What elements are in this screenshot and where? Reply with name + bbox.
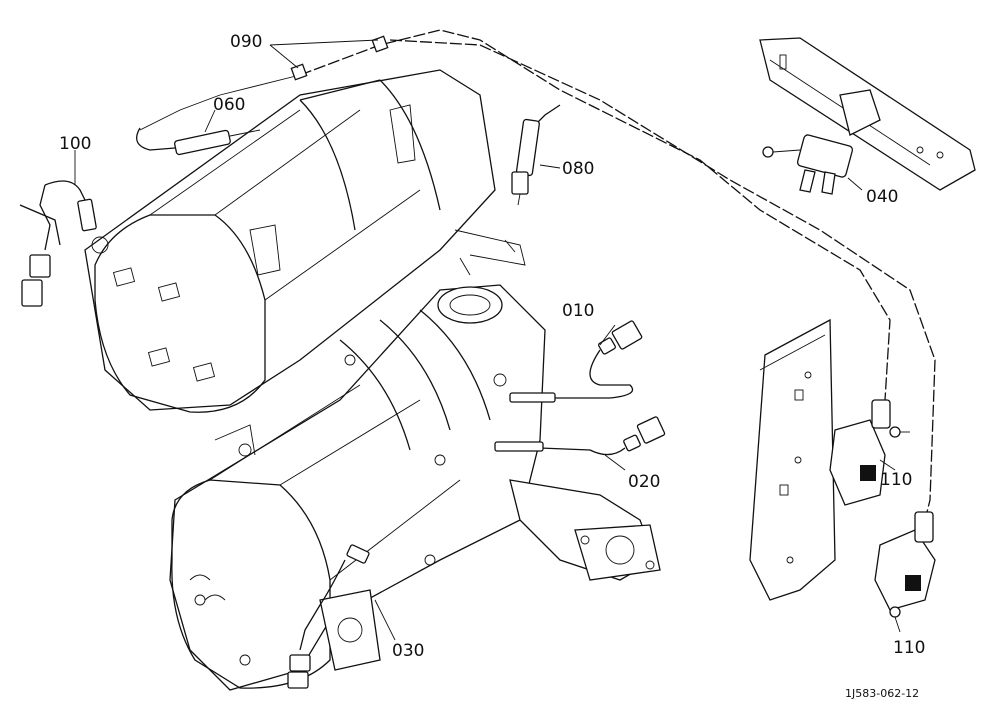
exhaust-temp-sensor-010: [509, 320, 643, 403]
wiring-harness: [139, 29, 936, 521]
pressure-sensor-040: [759, 37, 976, 195]
callout-110-lower: 110: [893, 638, 925, 658]
callout-060: 060: [213, 95, 245, 115]
callout-090: 090: [230, 32, 262, 52]
sensor-bracket-plate: [749, 318, 836, 601]
callout-030: 030: [392, 641, 424, 661]
callout-080: 080: [562, 159, 594, 179]
ambient-sensor-110-upper: [829, 399, 910, 506]
harness-clip-090: [269, 35, 389, 81]
callout-020: 020: [628, 472, 660, 492]
ambient-sensor-110-lower: [874, 511, 936, 633]
callout-110-upper: 110: [880, 470, 912, 490]
exhaust-temp-sensor-020: [494, 416, 666, 471]
callout-labels: 010 020 030 040 060 080 090 100 110 110 …: [59, 32, 925, 700]
exhaust-sensor-080: [511, 104, 561, 206]
exhaust-temp-sensor-030: [287, 544, 396, 689]
doc-canister-lower: [169, 284, 661, 691]
callout-040: 040: [866, 187, 898, 207]
callout-100: 100: [59, 134, 91, 154]
exhaust-temp-sensor-060: [136, 109, 261, 156]
reference-code: 1J583-062-12: [845, 687, 919, 700]
exhaust-temp-sensor-100: [19, 150, 97, 307]
dpf-canister-upper: [84, 69, 526, 413]
callout-010: 010: [562, 301, 594, 321]
